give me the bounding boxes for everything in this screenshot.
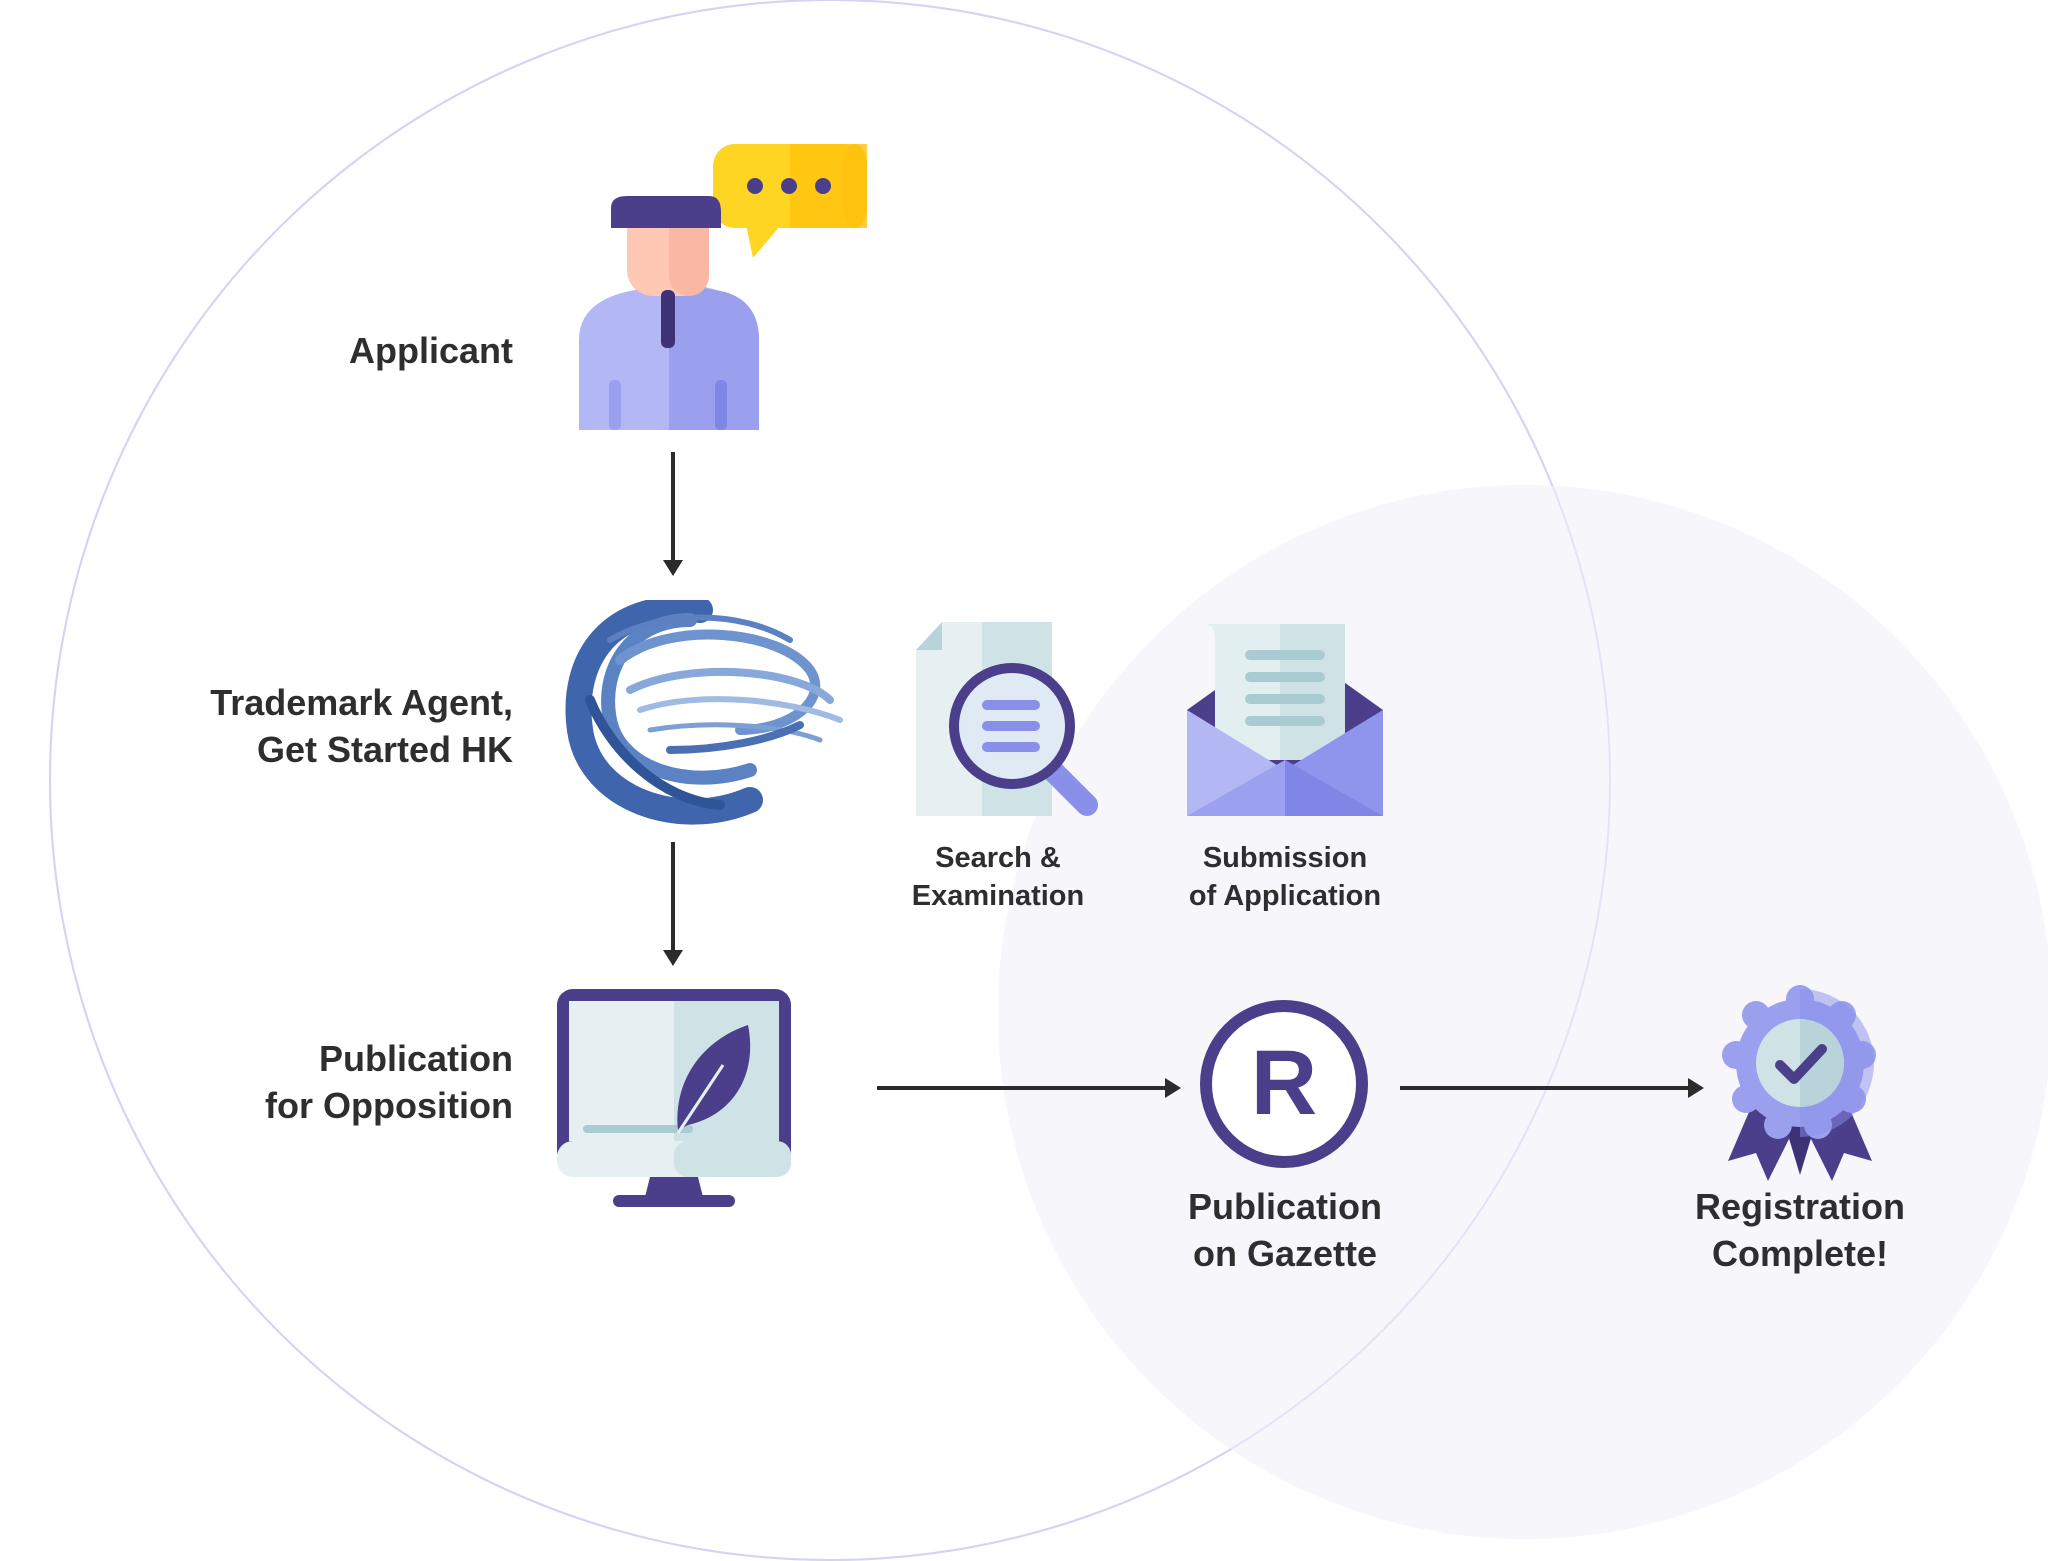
person-with-speech-bubble-icon [579, 144, 867, 430]
publication-opposition-label: Publication for Opposition [265, 1036, 513, 1130]
publication-gazette-label-line1: Publication [1187, 1186, 1382, 1227]
trademark-agent-label-line1: Trademark Agent, [210, 682, 513, 723]
svg-text:R: R [1251, 1032, 1317, 1134]
registration-complete-label-line2: Complete! [1711, 1232, 1888, 1274]
swirl-logo-icon [565, 600, 843, 825]
arrow-publication-to-gazette [877, 1078, 1181, 1098]
trademark-agent-label-line2: Get Started HK [256, 728, 513, 770]
submission-application-label-line2: of Application [1188, 879, 1382, 912]
arrow-agent-to-publication [663, 842, 683, 966]
publication-gazette-label: Publication on Gazette [1160, 1184, 1410, 1278]
search-examination-label-line2: Examination [911, 879, 1085, 912]
envelope-letter-icon [1187, 624, 1383, 816]
award-badge-icon [1722, 985, 1876, 1181]
document-magnifier-icon [916, 622, 1098, 816]
publication-opposition-label-line1: Publication [318, 1038, 513, 1079]
registration-complete-label-line1: Registration [1694, 1186, 1906, 1227]
applicant-label: Applicant [348, 330, 513, 371]
registration-complete-label: Registration Complete! [1660, 1184, 1940, 1278]
trademark-agent-label: Trademark Agent, Get Started HK [210, 680, 513, 774]
background-shaded-circle [998, 485, 2048, 1539]
search-examination-label-line1: Search & [935, 842, 1061, 874]
submission-application-label-line1: Submission [1202, 842, 1368, 874]
background-outline-overlay [49, 0, 1611, 1561]
arrow-applicant-to-agent [663, 452, 683, 576]
search-examination-label: Search & Examination [893, 840, 1103, 915]
monitor-feather-icon [557, 989, 791, 1207]
publication-gazette-label-line2: on Gazette [1192, 1232, 1378, 1274]
submission-application-label: Submission of Application [1165, 840, 1405, 915]
registered-trademark-icon: R [1200, 1000, 1368, 1168]
arrow-gazette-to-registration [1400, 1078, 1704, 1098]
publication-opposition-label-line2: for Opposition [265, 1084, 513, 1126]
